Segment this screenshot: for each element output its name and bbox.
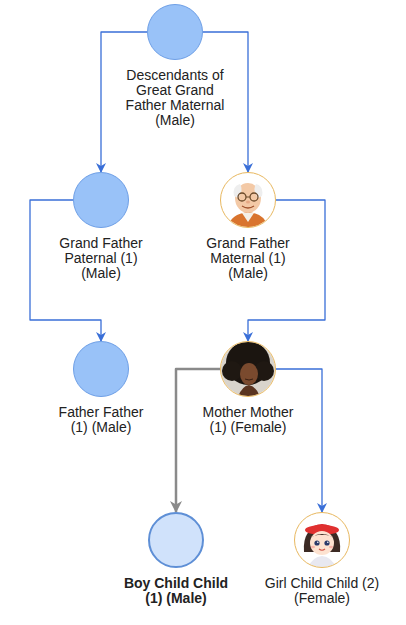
node-circle [294, 512, 350, 568]
node-label: Descendants of Great Grand Father Matern… [115, 68, 235, 128]
node-label: Mother Mother (1) (Female) [192, 405, 304, 435]
mother-avatar [220, 341, 276, 397]
person-node: Mother Mother (1) (Female) [192, 341, 304, 435]
person-node: Father Father (1) (Male) [50, 341, 152, 435]
girl-avatar [294, 512, 350, 568]
node-label: Father Father (1) (Male) [50, 405, 152, 435]
node-circle [220, 341, 276, 397]
parent-child-arrow [176, 369, 220, 512]
selected-person-node: Boy Child Child (1) (Male) [115, 512, 237, 606]
node-circle [73, 341, 129, 397]
grandfather-avatar [220, 172, 276, 228]
parent-child-arrow [276, 369, 322, 512]
person-node: Girl Child Child (2) (Female) [264, 512, 380, 606]
node-label: Girl Child Child (2) (Female) [264, 576, 380, 606]
person-node: Grand Father Maternal (1) (Male) [192, 172, 304, 281]
node-circle [220, 172, 276, 228]
node-circle [148, 512, 204, 568]
person-node: Grand Father Paternal (1) (Male) [45, 172, 157, 281]
node-label: Grand Father Maternal (1) (Male) [192, 236, 304, 281]
node-label: Boy Child Child (1) (Male) [115, 576, 237, 606]
node-circle [147, 4, 203, 60]
node-label: Grand Father Paternal (1) (Male) [45, 236, 157, 281]
ancestor-node: Descendants of Great Grand Father Matern… [115, 4, 235, 128]
node-circle [73, 172, 129, 228]
